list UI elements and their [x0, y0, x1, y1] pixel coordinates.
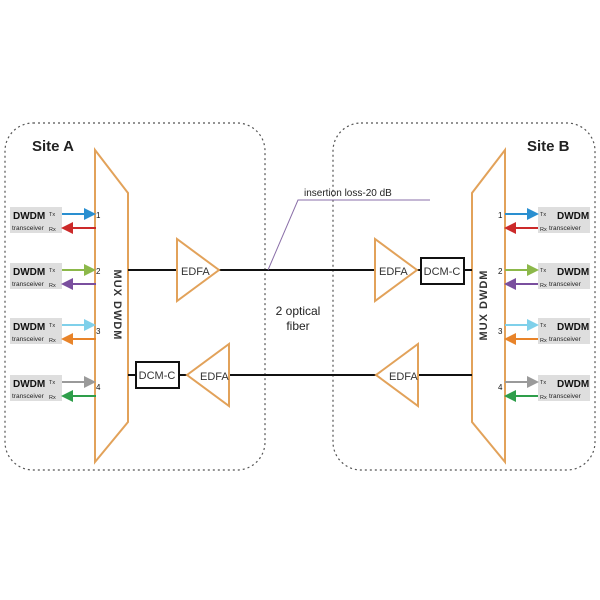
channel-1-number: 1 [498, 211, 503, 220]
rx-label: Rx [49, 338, 56, 344]
site-a-dcm-label: DCM-C [139, 370, 176, 382]
transceiver-title: DWDM [557, 267, 589, 278]
transceiver-title: DWDM [13, 322, 45, 333]
fiber-label-line1: 2 optical [276, 304, 321, 318]
rx-label: Rx [49, 395, 56, 401]
tx-label: Tx [540, 323, 546, 329]
transceiver-subtitle: transceiver [12, 281, 45, 288]
tx-label: Tx [540, 268, 546, 274]
site-b-dcm [420, 257, 465, 285]
rx-label: Rx [540, 227, 547, 233]
transceiver-title: DWDM [13, 211, 45, 222]
site-b-edfa-rx [374, 237, 419, 303]
site-a-edfa-rx [185, 342, 230, 408]
site-a-transceiver-4: DWDM transceiver Tx Rx 4 [10, 375, 101, 402]
transceiver-subtitle: transceiver [549, 336, 582, 343]
site-a-transceiver-1: DWDM transceiver Tx Rx 1 [10, 207, 101, 234]
tx-label: Tx [49, 380, 55, 386]
site-b-label: Site B [527, 138, 570, 155]
transceiver-subtitle: transceiver [12, 225, 45, 232]
insertion-loss-label: insertion loss-20 dB [304, 188, 392, 199]
site-a-mux [94, 147, 129, 465]
fiber-label-line2: fiber [286, 319, 309, 333]
channel-2-number: 2 [96, 267, 101, 276]
tx-label: Tx [540, 380, 546, 386]
site-b-edfa-tx-label: EDFA [389, 371, 418, 383]
site-b-boundary [332, 122, 596, 471]
tx-label: Tx [49, 268, 55, 274]
rx-label: Rx [49, 283, 56, 289]
transceiver-subtitle: transceiver [549, 281, 582, 288]
rx-label: Rx [540, 283, 547, 289]
transceiver-title: DWDM [557, 211, 589, 222]
transceiver-subtitle: transceiver [549, 225, 582, 232]
transceiver-title: DWDM [557, 322, 589, 333]
site-b-transceiver-4: DWDM transceiver Tx Rx 4 [498, 375, 590, 402]
transceiver-title: DWDM [557, 379, 589, 390]
site-b-transceiver-3: DWDM transceiver Tx Rx 3 [498, 318, 590, 345]
site-b-dcm-label: DCM-C [424, 266, 461, 278]
site-b-edfa-rx-label: EDFA [379, 266, 408, 278]
channel-2-number: 2 [498, 267, 503, 276]
channel-3-number: 3 [498, 327, 503, 336]
insertion-loss-leader [267, 199, 430, 271]
transceiver-title: DWDM [13, 379, 45, 390]
channel-3-number: 3 [96, 327, 101, 336]
transceiver-subtitle: transceiver [12, 393, 45, 400]
site-a-transceiver-2: DWDM transceiver Tx Rx 2 [10, 263, 101, 290]
transceiver-subtitle: transceiver [549, 393, 582, 400]
site-b-edfa-tx [374, 342, 419, 408]
site-b-mux [471, 147, 506, 465]
tx-label: Tx [49, 323, 55, 329]
transceiver-title: DWDM [13, 267, 45, 278]
site-b-transceiver-2: DWDM transceiver Tx Rx 2 [498, 263, 590, 290]
rx-label: Rx [49, 227, 56, 233]
site-a-boundary [4, 122, 266, 471]
site-a-label: Site A [32, 138, 74, 155]
site-a-mux-label: MUX DWDM [111, 270, 123, 341]
tx-label: Tx [49, 212, 55, 218]
tx-label: Tx [540, 212, 546, 218]
site-b-mux-label: MUX DWDM [478, 270, 490, 341]
channel-4-number: 4 [96, 383, 101, 392]
site-a-edfa-tx [176, 237, 221, 303]
rx-label: Rx [540, 395, 547, 401]
site-a-edfa-tx-label: EDFA [181, 266, 210, 278]
site-a-transceiver-3: DWDM transceiver Tx Rx 3 [10, 318, 101, 345]
transceiver-subtitle: transceiver [12, 336, 45, 343]
channel-4-number: 4 [498, 383, 503, 392]
rx-label: Rx [540, 338, 547, 344]
site-a-dcm [135, 361, 180, 389]
channel-1-number: 1 [96, 211, 101, 220]
site-a-edfa-rx-label: EDFA [200, 371, 229, 383]
site-b-transceiver-1: DWDM transceiver Tx Rx 1 [498, 207, 590, 234]
